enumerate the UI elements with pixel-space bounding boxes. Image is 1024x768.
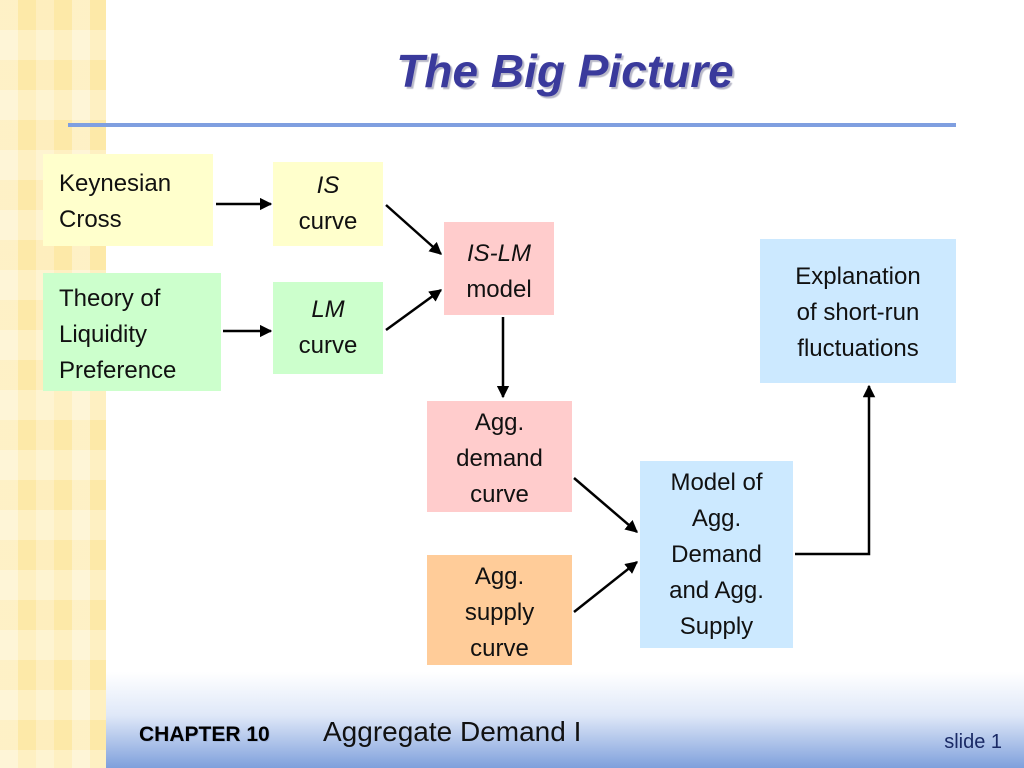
node-line: Liquidity xyxy=(59,321,148,348)
slide-footer xyxy=(106,672,1024,768)
slide-title: The Big Picture xyxy=(396,45,734,97)
node-line: and Agg. xyxy=(669,577,764,604)
arrow-adas-to-explanation xyxy=(795,384,876,556)
slide-number: slide 1 xyxy=(944,731,1002,753)
node-line: Cross xyxy=(59,206,122,233)
chapter-label: CHAPTER 10 xyxy=(139,723,270,746)
node-agg-demand-curve: Agg. demand curve xyxy=(427,401,572,512)
arrow-supply-to-adas xyxy=(573,561,638,613)
arrow-is-to-islm xyxy=(385,204,442,255)
node-line: model xyxy=(466,276,532,303)
node-line: LM xyxy=(311,296,345,323)
node-line: Keynesian xyxy=(59,170,172,197)
node-line: IS xyxy=(316,172,340,199)
node-line: IS-LM xyxy=(466,240,531,267)
node-line: curve xyxy=(470,481,529,508)
node-line: fluctuations xyxy=(797,335,919,362)
node-line: of short-run xyxy=(796,299,920,326)
arrow-demand-to-adas xyxy=(573,477,638,533)
node-explanation: Explanation of short-run fluctuations xyxy=(760,239,956,383)
node-line: Explanation xyxy=(795,263,921,290)
node-liquidity-preference: Theory of Liquidity Preference xyxy=(43,273,221,391)
node-line: demand xyxy=(456,445,543,472)
chapter-title: Aggregate Demand I xyxy=(323,716,582,747)
node-line: Model of xyxy=(670,469,763,496)
node-is-curve: IS curve xyxy=(273,162,383,246)
node-line: Agg. xyxy=(474,409,525,436)
arrow-lm-to-islm xyxy=(385,288,443,332)
node-agg-supply-curve: Agg. supply curve xyxy=(427,555,572,665)
node-line: Supply xyxy=(679,613,754,640)
node-line: Theory of xyxy=(59,285,161,312)
node-line: Demand xyxy=(671,541,762,568)
node-islm-model: IS-LM model xyxy=(444,222,554,315)
node-line: Agg. xyxy=(474,563,525,590)
node-line: curve xyxy=(470,635,529,662)
node-ad-as-model: Model of Agg. Demand and Agg. Supply xyxy=(640,461,793,648)
node-line: supply xyxy=(464,599,535,626)
node-line: Preference xyxy=(59,357,177,384)
node-line: curve xyxy=(298,208,358,235)
node-keynesian-cross: Keynesian Cross xyxy=(43,154,213,246)
node-line: Agg. xyxy=(691,505,742,532)
title-divider xyxy=(68,123,956,127)
node-lm-curve: LM curve xyxy=(273,282,383,374)
node-line: curve xyxy=(298,332,358,359)
